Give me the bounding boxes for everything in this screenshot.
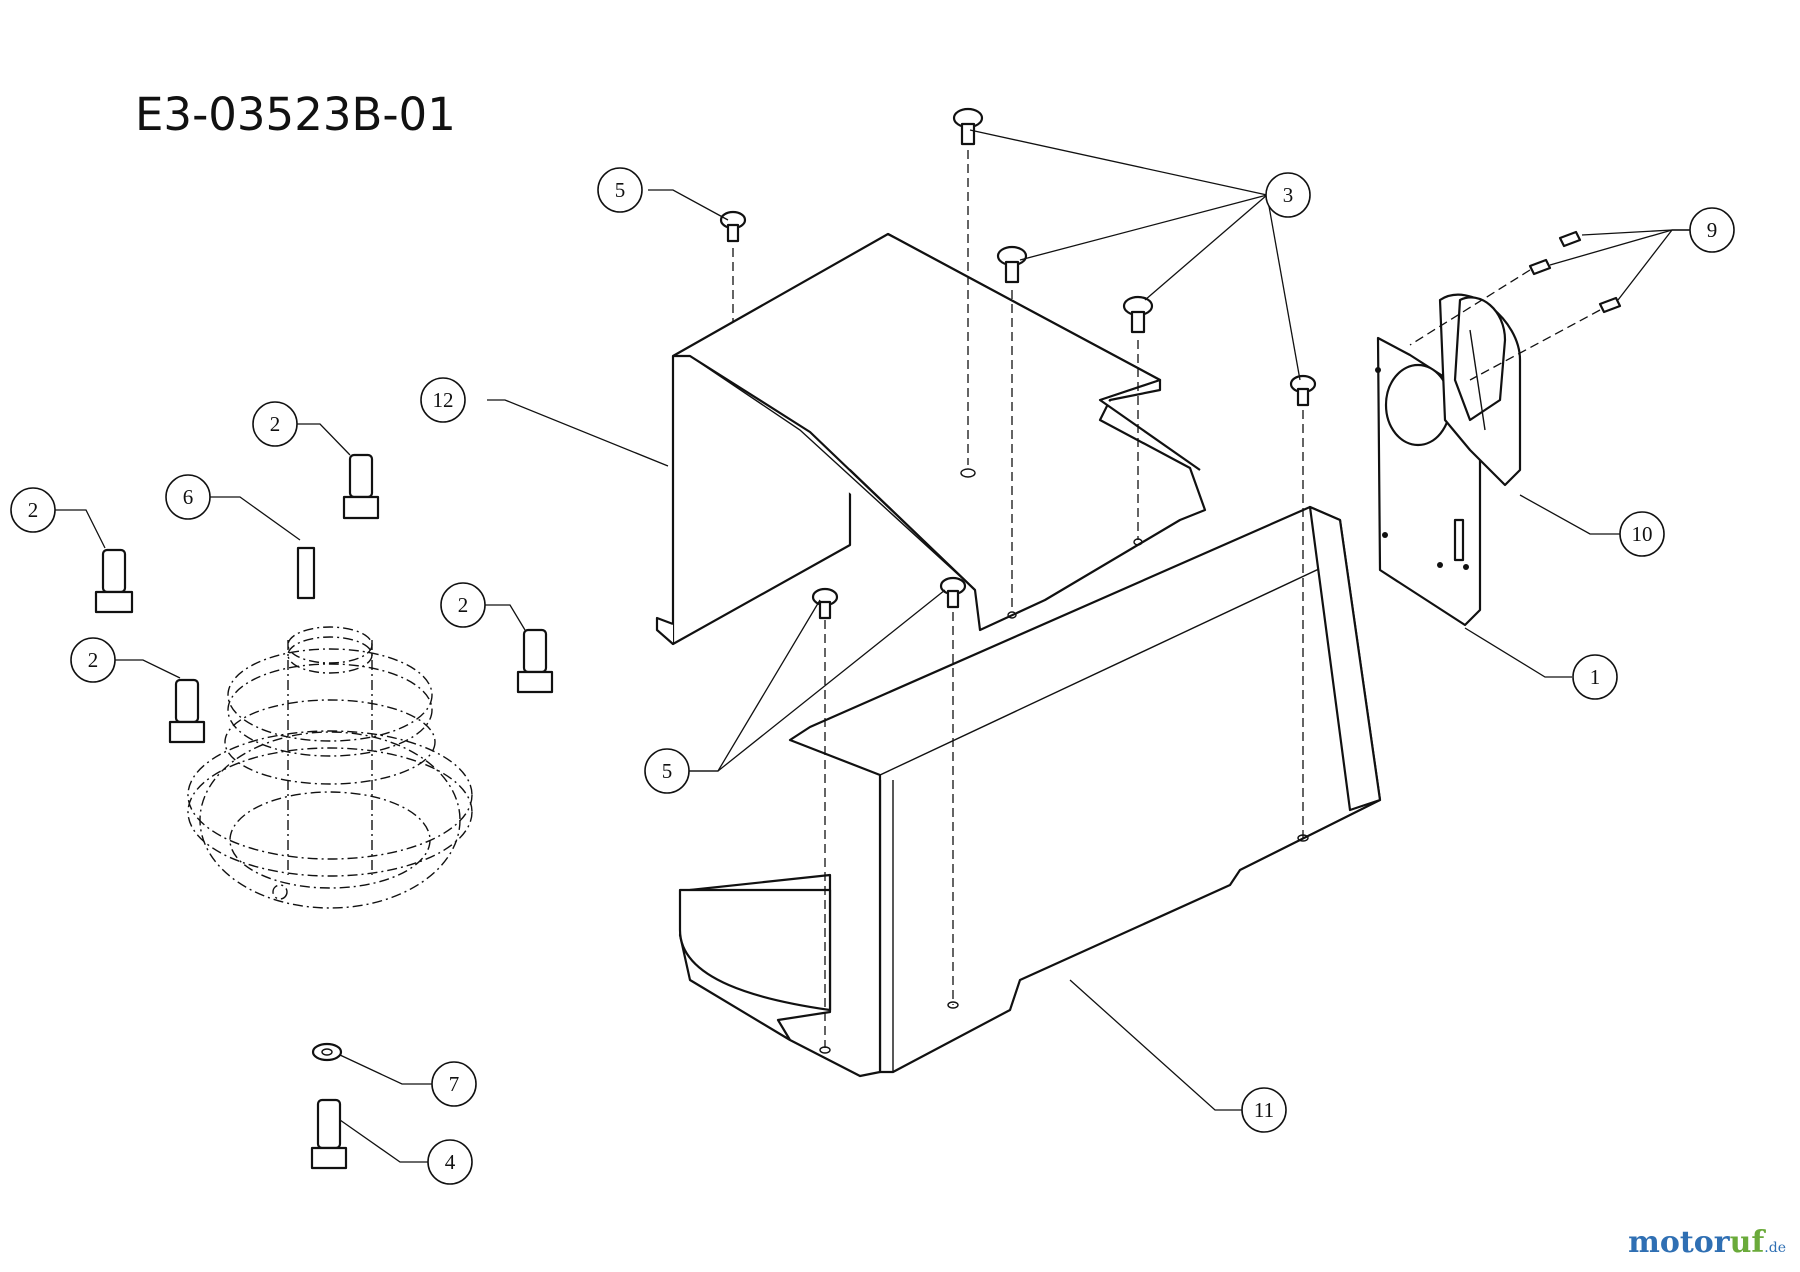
callout-12: 12 (420, 377, 466, 423)
watermark-part1: motor (1628, 1225, 1730, 1260)
callout-10: 10 (1619, 511, 1665, 557)
watermark-suffix: .de (1764, 1240, 1786, 1256)
diagram-code: E3-03523B-01 (135, 88, 456, 141)
callout-7-label: 7 (449, 1072, 460, 1096)
callout-5-bottom-label: 5 (662, 759, 673, 783)
callout-7: 7 (431, 1061, 477, 1107)
callout-6-label: 6 (183, 485, 194, 509)
callout-5-bottom: 5 (644, 748, 690, 794)
callout-2-lower: 2 (70, 637, 116, 683)
base-shroud-part (678, 505, 1382, 1078)
callout-5-top: 5 (597, 167, 643, 213)
pulley-assembly (187, 626, 473, 909)
callout-2-top: 2 (252, 401, 298, 447)
screw-parts-9 (1409, 230, 1622, 381)
screw-parts-3-5 (719, 107, 1317, 1054)
callout-3-label: 3 (1283, 183, 1294, 207)
callout-10-label: 10 (1632, 522, 1653, 546)
callout-2-right: 2 (440, 582, 486, 628)
callout-11-label: 11 (1254, 1098, 1274, 1122)
callout-4: 4 (427, 1139, 473, 1185)
callout-9-label: 9 (1707, 218, 1718, 242)
callout-3: 3 (1265, 172, 1311, 218)
callout-6: 6 (165, 474, 211, 520)
watermark-logo: motoruf.de (1628, 1225, 1786, 1260)
callout-2-right-label: 2 (458, 593, 469, 617)
callout-4-label: 4 (445, 1150, 456, 1174)
bracket-part (1375, 293, 1522, 627)
callout-1-label: 1 (1590, 665, 1601, 689)
callout-2-left-label: 2 (28, 498, 39, 522)
callout-2-top-label: 2 (270, 412, 281, 436)
callout-9: 9 (1689, 207, 1735, 253)
callout-5-top-label: 5 (615, 178, 626, 202)
callout-11: 11 (1241, 1087, 1287, 1133)
upper-cover-part (655, 232, 1207, 646)
callout-2-left: 2 (10, 487, 56, 533)
callout-1: 1 (1572, 654, 1618, 700)
bolt-parts (94, 453, 554, 1170)
callout-2-lower-label: 2 (88, 648, 99, 672)
leader-lines (55, 129, 1690, 1163)
watermark-part2: uf (1729, 1225, 1765, 1260)
callout-12-label: 12 (433, 388, 454, 412)
